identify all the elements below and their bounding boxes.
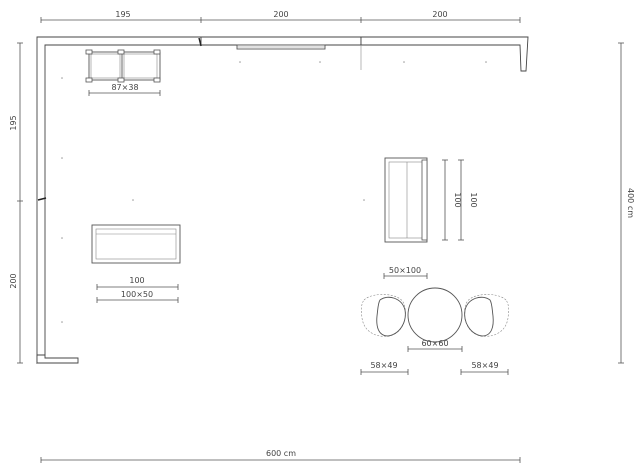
chair-right — [464, 294, 509, 337]
table-size-label: 60×60 — [421, 339, 448, 348]
top-dim-label-3: 200 — [432, 10, 447, 19]
shelf — [85, 49, 161, 83]
left-dim-label-2: 200 — [9, 273, 18, 288]
shelf-size-label: 87×38 — [111, 83, 138, 92]
chair-right-size-label: 58×49 — [471, 361, 498, 370]
chair-right-dimension: 58×49 — [460, 361, 509, 375]
top-dim-label-2: 200 — [273, 10, 288, 19]
top-dim-label-1: 195 — [115, 10, 130, 19]
window — [236, 44, 326, 50]
bottom-dimension: 600 cm — [40, 449, 521, 463]
cabinet-width-dimension: 50×100 — [383, 266, 428, 279]
sofa-width-label: 100 — [129, 276, 144, 285]
grid-dots — [61, 61, 487, 323]
wall-top-middle — [200, 36, 362, 46]
shelf-dimension: 87×38 — [88, 83, 161, 96]
table-dimension: 60×60 — [407, 339, 463, 352]
walls — [36, 36, 529, 365]
left-dimension: 195 200 — [9, 42, 23, 364]
wall-break-mark — [37, 197, 47, 201]
sofa-dimension-width: 100 — [96, 276, 179, 290]
wall-break-mark-top — [198, 37, 202, 47]
cabinet-depth-label-2: 100 — [469, 192, 478, 207]
right-dim-label: 400 cm — [626, 188, 635, 218]
right-dimension: 400 cm — [618, 42, 635, 364]
cabinet-depth-dimension-2: 100 — [458, 159, 478, 241]
cabinet — [384, 157, 428, 243]
top-dimension: 195 200 200 — [40, 10, 521, 23]
bottom-dim-label: 600 cm — [266, 449, 296, 458]
cabinet-depth-label-1: 100 — [453, 192, 462, 207]
chair-left-size-label: 58×49 — [370, 361, 397, 370]
sofa-dimension-size: 100×50 — [96, 290, 179, 303]
chair-left-dimension: 58×49 — [360, 361, 409, 375]
chair-left — [361, 294, 406, 337]
table — [407, 287, 463, 343]
wall-top-right — [360, 36, 529, 72]
cabinet-size-label: 50×100 — [389, 266, 421, 275]
cabinet-depth-dimension-1: 100 — [442, 159, 462, 241]
wall-bottom-return — [36, 354, 79, 364]
sofa-size-label: 100×50 — [121, 290, 153, 299]
left-dim-label-1: 195 — [9, 115, 18, 130]
sofa — [91, 224, 181, 264]
